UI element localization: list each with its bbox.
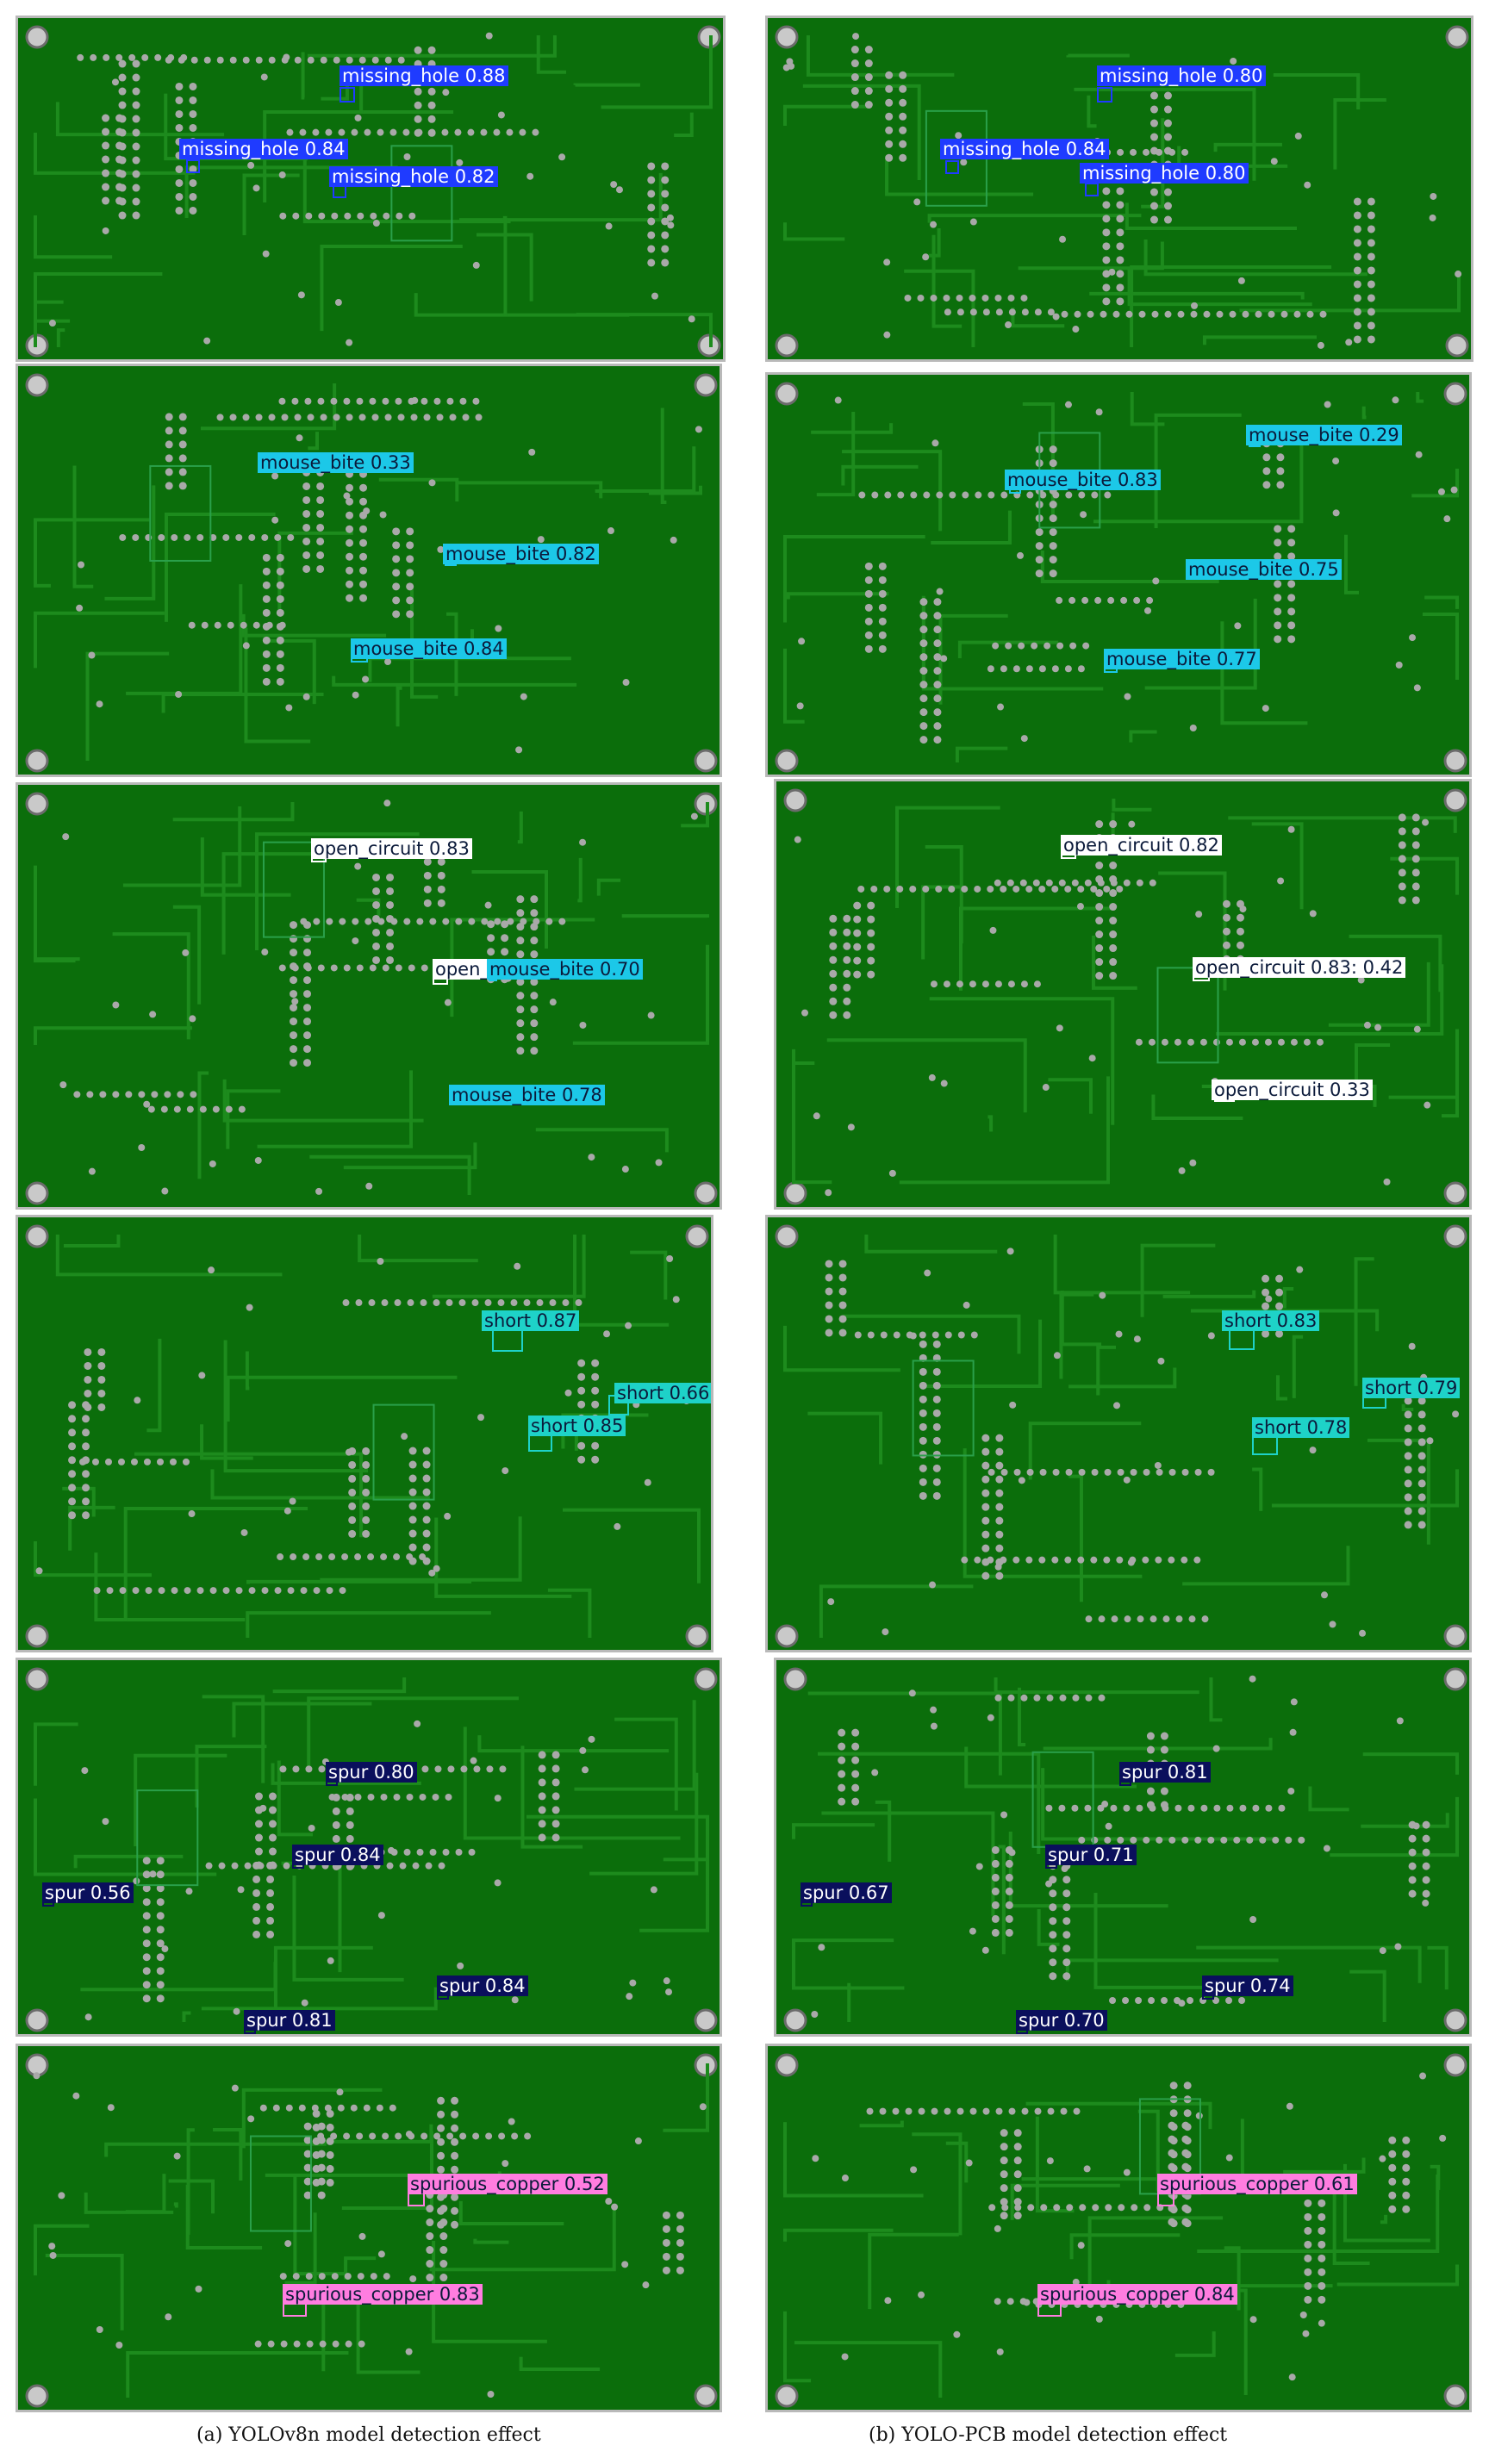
detection-label-mouse-bite: mouse_bite 0.84 [351,638,507,659]
pcb-board-artwork [25,1224,709,1648]
caption-left: (a) YOLOv8n model detection effect [196,2424,541,2446]
pcb-board-artwork [25,792,718,1205]
detection-label-mouse-bite: mouse_bite 0.78 [449,1085,605,1105]
detection-box-missing-hole [1085,183,1099,196]
pcb-image-left-2: mouse_bite 0.33 mouse_bite 0.82 mouse_bite… [16,364,722,777]
detection-label-spur: spur 0.56 [42,1882,134,1903]
detection-label-spurious-copper: spurious_copper 0.83 [283,2284,483,2305]
pcb-image-right-2: mouse_bite 0.29 mouse_bite 0.83 mouse_bite… [765,372,1472,777]
detection-box-missing-hole [1097,87,1112,103]
detection-label-spur: spur 0.67 [801,1882,892,1903]
pcb-board-artwork [775,382,1467,773]
pcb-board-artwork [775,2053,1467,2408]
caption-right: (b) YOLO-PCB model detection effect [869,2424,1228,2446]
pcb-image-left-3: open_circuit 0.83 open_mouse_bite 0.70 mou… [16,782,722,1210]
pcb-board-artwork [25,25,721,358]
detection-label-spur: spur 0.70 [1016,2010,1107,2031]
pcb-board-artwork [25,2053,718,2408]
detection-label-missing-hole: missing_hole 0.84 [179,139,348,159]
detection-label-mouse-bite: mouse_bite 0.33 [258,452,414,473]
detection-label-missing-hole: missing_hole 0.80 [1080,163,1249,184]
detection-label-mouse-bite: mouse_bite 0.82 [443,544,599,564]
detection-label-spur: spur 0.71 [1045,1845,1137,1865]
detection-label-short: short 0.66 [614,1383,711,1403]
detection-label-open-circuit: open_ [433,959,492,980]
detection-box-missing-hole [945,160,959,174]
detection-box-missing-hole [186,159,200,173]
detection-label-short: short 0.79 [1362,1378,1461,1398]
detection-box-missing-hole [340,87,355,103]
pcb-board-artwork [783,1667,1467,2032]
detection-label-open-circuit: open_circuit 0.33 [1212,1080,1373,1100]
pcb-image-right-3: open_circuit 0.82 open_circuit 0.83: 0.42… [774,779,1472,1210]
detection-label-short: short 0.87 [482,1310,580,1331]
detection-label-short: short 0.85 [528,1416,626,1436]
detection-label-spur: spur 0.81 [1119,1762,1211,1783]
detection-label-spur: spur 0.84 [292,1845,383,1865]
detection-label-mouse-bite: mouse_bite 0.29 [1246,425,1402,445]
pcb-image-right-1: missing_hole 0.80 missing_hole 0.84 missin… [765,16,1473,362]
detection-label-short: short 0.78 [1252,1417,1350,1438]
pcb-board-artwork [25,373,718,773]
detection-label-open-circuit: open_circuit 0.83 [311,838,472,859]
detection-label-spur: spur 0.80 [326,1762,417,1783]
pcb-image-left-6: spurious_copper 0.52 spurious_copper 0.83 [16,2044,722,2412]
detection-label-mouse-bite: mouse_bite 0.77 [1104,649,1260,669]
detection-label-spurious-copper: spurious_copper 0.61 [1157,2174,1357,2194]
pcb-image-right-5: spur 0.81 spur 0.71 spur 0.67 spur 0.74 spur… [774,1658,1472,2037]
detection-label-missing-hole: missing_hole 0.88 [340,65,508,86]
detection-label-short: short 0.83 [1222,1310,1320,1331]
detection-label-spur: spur 0.81 [244,2010,335,2031]
pcb-image-right-4: short 0.83 short 0.79 short 0.78 [765,1215,1472,1652]
detection-label-mouse-bite: mouse_bite 0.83 [1005,470,1161,490]
detection-label-spur: spur 0.84 [437,1976,528,1996]
detection-label-missing-hole: missing_hole 0.80 [1097,65,1266,86]
pcb-image-left-4: short 0.87 short 0.66 short 0.85 [16,1215,713,1652]
detection-label-spur: spur 0.74 [1202,1976,1293,1996]
detection-label-mouse-bite: mouse_bite 0.75 [1186,559,1342,580]
detection-label-mouse-bite: mouse_bite 0.70 [487,959,643,980]
pcb-image-left-1: missing_hole 0.88 missing_hole 0.84 missin… [16,16,726,362]
pcb-image-left-5: spur 0.80 spur 0.84 spur 0.56 spur 0.84 spur… [16,1658,722,2037]
detection-label-open-circuit: open_circuit 0.83: 0.42 [1193,957,1406,978]
detection-label-missing-hole: missing_hole 0.84 [940,139,1109,159]
detection-label-spurious-copper: spurious_copper 0.52 [408,2174,607,2194]
pcb-board-artwork [775,25,1469,358]
detection-label-spurious-copper: spurious_copper 0.84 [1037,2284,1237,2305]
detection-label-open-circuit: open_circuit 0.82 [1061,835,1222,856]
pcb-board-artwork [25,1667,718,2032]
detection-label-missing-hole: missing_hole 0.82 [329,166,498,187]
pcb-image-right-6: spurious_copper 0.61 spurious_copper 0.84 [765,2044,1472,2412]
pcb-board-artwork [775,1224,1467,1648]
